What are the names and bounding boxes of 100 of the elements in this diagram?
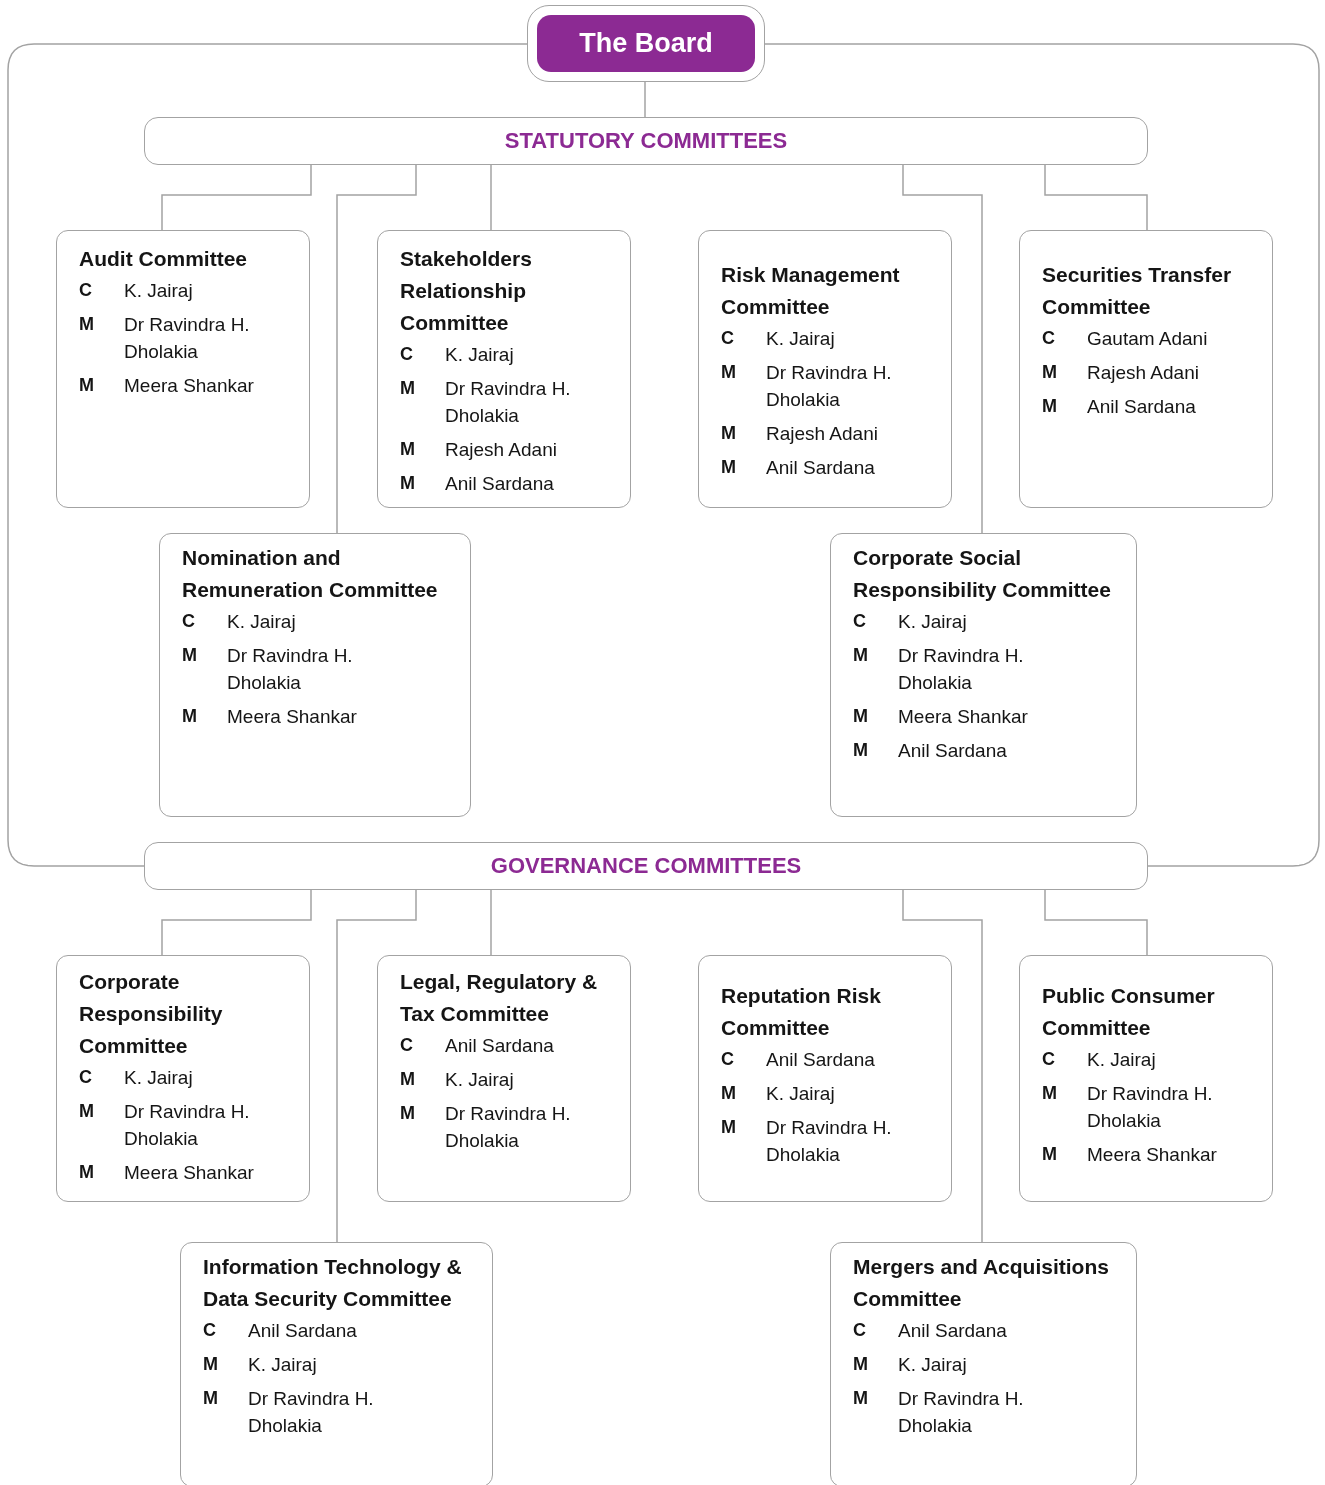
role-code: M <box>853 1387 869 1410</box>
member-name: Dr Ravindra H. Dholakia <box>227 644 354 695</box>
committee-title: Mergers and Acquisitions Committee <box>853 1254 1110 1312</box>
role-code: M <box>853 1353 869 1376</box>
member-name: Anil Sardana <box>898 739 1008 763</box>
member-name: Dr Ravindra H. Dholakia <box>124 313 251 364</box>
committee-title: Stakeholders Relationship Committee <box>400 246 533 336</box>
role-code: M <box>1042 1082 1058 1105</box>
member-name: Rajesh Adani <box>445 438 558 462</box>
role-code: M <box>721 1116 737 1139</box>
role-code: M <box>400 438 416 461</box>
role-code: M <box>182 705 198 728</box>
connector-line <box>7 43 528 867</box>
committee-card <box>56 955 310 1202</box>
board-frame <box>527 5 765 82</box>
committee-title: Nomination and Remuneration Committee <box>182 545 439 603</box>
member-name: K. Jairaj <box>898 1353 968 1377</box>
member-name: Rajesh Adani <box>1087 361 1200 385</box>
role-code: M <box>721 1082 737 1105</box>
role-code: M <box>400 1102 416 1125</box>
member-name: Dr Ravindra H. Dholakia <box>898 644 1025 695</box>
role-code: C <box>400 343 414 366</box>
committee-title: Public Consumer Committee <box>1042 983 1216 1041</box>
role-code: M <box>79 374 95 397</box>
member-name: Dr Ravindra H. Dholakia <box>898 1387 1025 1438</box>
committee-title: Corporate Responsibility Committee <box>79 969 224 1059</box>
role-code: M <box>203 1387 219 1410</box>
role-code: C <box>79 1066 93 1089</box>
committee-card <box>180 1242 493 1485</box>
board-title: The Board <box>537 15 755 72</box>
committee-card <box>698 955 952 1202</box>
member-name: Gautam Adani <box>1087 327 1208 351</box>
role-code: M <box>853 705 869 728</box>
role-code: M <box>400 1068 416 1091</box>
member-name: K. Jairaj <box>124 279 194 303</box>
member-name: Meera Shankar <box>898 705 1029 729</box>
committee-title: Securities Transfer Committee <box>1042 262 1233 320</box>
connector-line <box>336 164 417 534</box>
role-code: M <box>1042 395 1058 418</box>
role-code: C <box>1042 1048 1056 1071</box>
committee-title: Audit Committee <box>79 246 248 272</box>
role-code: C <box>853 1319 867 1342</box>
member-name: Dr Ravindra H. Dholakia <box>766 1116 893 1167</box>
committee-title: Reputation Risk Committee <box>721 983 882 1041</box>
member-name: Anil Sardana <box>445 472 555 496</box>
group-title: GOVERNANCE COMMITTEES <box>490 853 802 879</box>
connector-line <box>490 164 492 231</box>
member-name: K. Jairaj <box>766 1082 836 1106</box>
member-name: Dr Ravindra H. Dholakia <box>766 361 893 412</box>
group-band <box>144 117 1148 165</box>
committee-card <box>159 533 471 817</box>
committee-card <box>56 230 310 508</box>
role-code: M <box>721 422 737 445</box>
role-code: C <box>721 1048 735 1071</box>
committee-card <box>1019 230 1273 508</box>
role-code: M <box>1042 361 1058 384</box>
committee-card <box>377 955 631 1202</box>
member-name: Anil Sardana <box>445 1034 555 1058</box>
member-name: K. Jairaj <box>227 610 297 634</box>
connector-line <box>161 164 312 231</box>
role-code: C <box>182 610 196 633</box>
member-name: Dr Ravindra H. Dholakia <box>445 377 572 428</box>
connector-line <box>902 889 983 1243</box>
committee-card <box>830 1242 1137 1485</box>
role-code: M <box>79 313 95 336</box>
member-name: Meera Shankar <box>227 705 358 729</box>
role-code: M <box>79 1161 95 1184</box>
connector-line <box>490 889 492 956</box>
member-name: Dr Ravindra H. Dholakia <box>445 1102 572 1153</box>
member-name: Dr Ravindra H. Dholakia <box>1087 1082 1214 1133</box>
member-name: K. Jairaj <box>445 1068 515 1092</box>
member-name: Anil Sardana <box>766 1048 876 1072</box>
member-name: Anil Sardana <box>898 1319 1008 1343</box>
member-name: K. Jairaj <box>1087 1048 1157 1072</box>
member-name: K. Jairaj <box>124 1066 194 1090</box>
member-name: Dr Ravindra H. Dholakia <box>248 1387 375 1438</box>
role-code: C <box>203 1319 217 1342</box>
member-name: K. Jairaj <box>248 1353 318 1377</box>
role-code: M <box>400 472 416 495</box>
member-name: Meera Shankar <box>1087 1143 1218 1167</box>
member-name: Meera Shankar <box>124 374 255 398</box>
role-code: M <box>203 1353 219 1376</box>
member-name: Meera Shankar <box>124 1161 255 1185</box>
member-name: K. Jairaj <box>445 343 515 367</box>
connector-line <box>161 889 312 956</box>
role-code: M <box>79 1100 95 1123</box>
role-code: M <box>1042 1143 1058 1166</box>
committee-card <box>698 230 952 508</box>
member-name: K. Jairaj <box>766 327 836 351</box>
committee-card <box>377 230 631 508</box>
role-code: M <box>182 644 198 667</box>
connector-line <box>336 889 417 1243</box>
member-name: Anil Sardana <box>1087 395 1197 419</box>
role-code: C <box>721 327 735 350</box>
group-title: STATUTORY COMMITTEES <box>504 128 788 154</box>
committee-card <box>1019 955 1273 1202</box>
role-code: C <box>79 279 93 302</box>
role-code: C <box>1042 327 1056 350</box>
committee-title: Corporate Social Responsibility Committee <box>853 545 1112 603</box>
role-code: M <box>400 377 416 400</box>
